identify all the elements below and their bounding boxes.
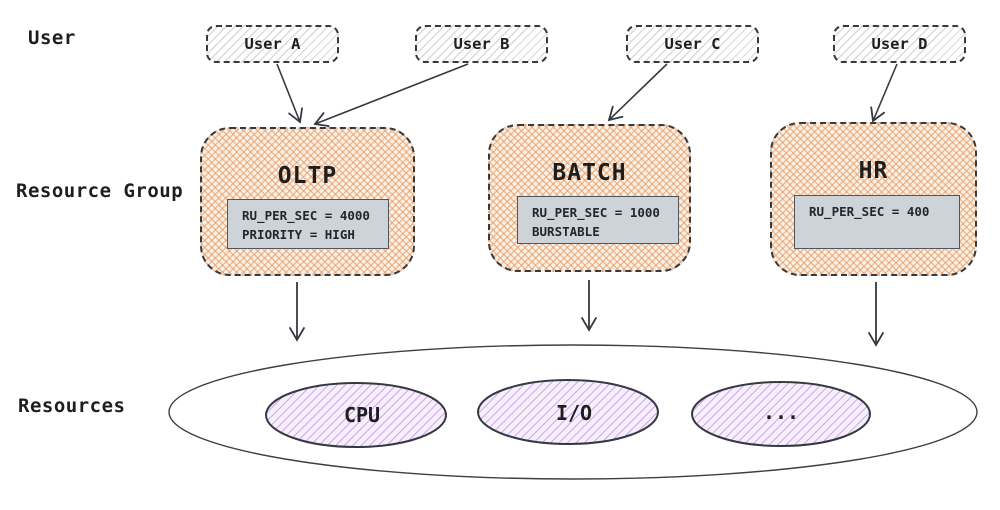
user-c-node: User C	[626, 25, 759, 63]
resource-group-oltp-title: OLTP	[277, 163, 338, 189]
row-label-user: User	[28, 27, 76, 49]
arrow-user-c-to-batch	[607, 63, 668, 122]
arrow-user-b-to-oltp	[313, 63, 469, 128]
user-b-node: User B	[415, 25, 548, 63]
resource-group-oltp-node: OLTP RU_PER_SEC = 4000 PRIORITY = HIGH	[200, 127, 415, 276]
resource-group-hr-title: HR	[858, 158, 889, 184]
resource-cpu-label: CPU	[343, 403, 381, 427]
config-line: RU_PER_SEC = 1000	[532, 205, 660, 220]
row-label-resources: Resources	[18, 395, 126, 417]
resource-io-label: I/O	[555, 401, 593, 425]
arrow-user-a-to-oltp	[276, 63, 303, 124]
user-a-node: User A	[206, 25, 339, 63]
config-line: BURSTABLE	[532, 223, 600, 239]
resource-group-hr-node: HR RU_PER_SEC = 400	[770, 122, 977, 276]
row-label-resource-group: Resource Group	[16, 180, 184, 202]
user-d-label: User D	[871, 35, 928, 53]
user-c-label: User C	[664, 35, 721, 53]
config-line: RU_PER_SEC = 400	[809, 204, 930, 219]
resource-group-batch-config: RU_PER_SEC = 1000 BURSTABLE	[517, 196, 679, 244]
user-a-label: User A	[244, 35, 301, 53]
config-line: PRIORITY = HIGH	[242, 226, 355, 242]
arrow-user-d-to-hr	[870, 63, 898, 123]
resource-group-oltp-config: RU_PER_SEC = 4000 PRIORITY = HIGH	[227, 199, 389, 249]
user-d-node: User D	[833, 25, 966, 63]
config-line: RU_PER_SEC = 4000	[242, 208, 370, 223]
resource-group-batch-node: BATCH RU_PER_SEC = 1000 BURSTABLE	[488, 124, 691, 272]
user-b-label: User B	[453, 35, 510, 53]
resource-group-batch-title: BATCH	[552, 160, 627, 186]
resource-more-label: ...	[762, 400, 800, 424]
resource-group-hr-config: RU_PER_SEC = 400	[794, 195, 960, 249]
